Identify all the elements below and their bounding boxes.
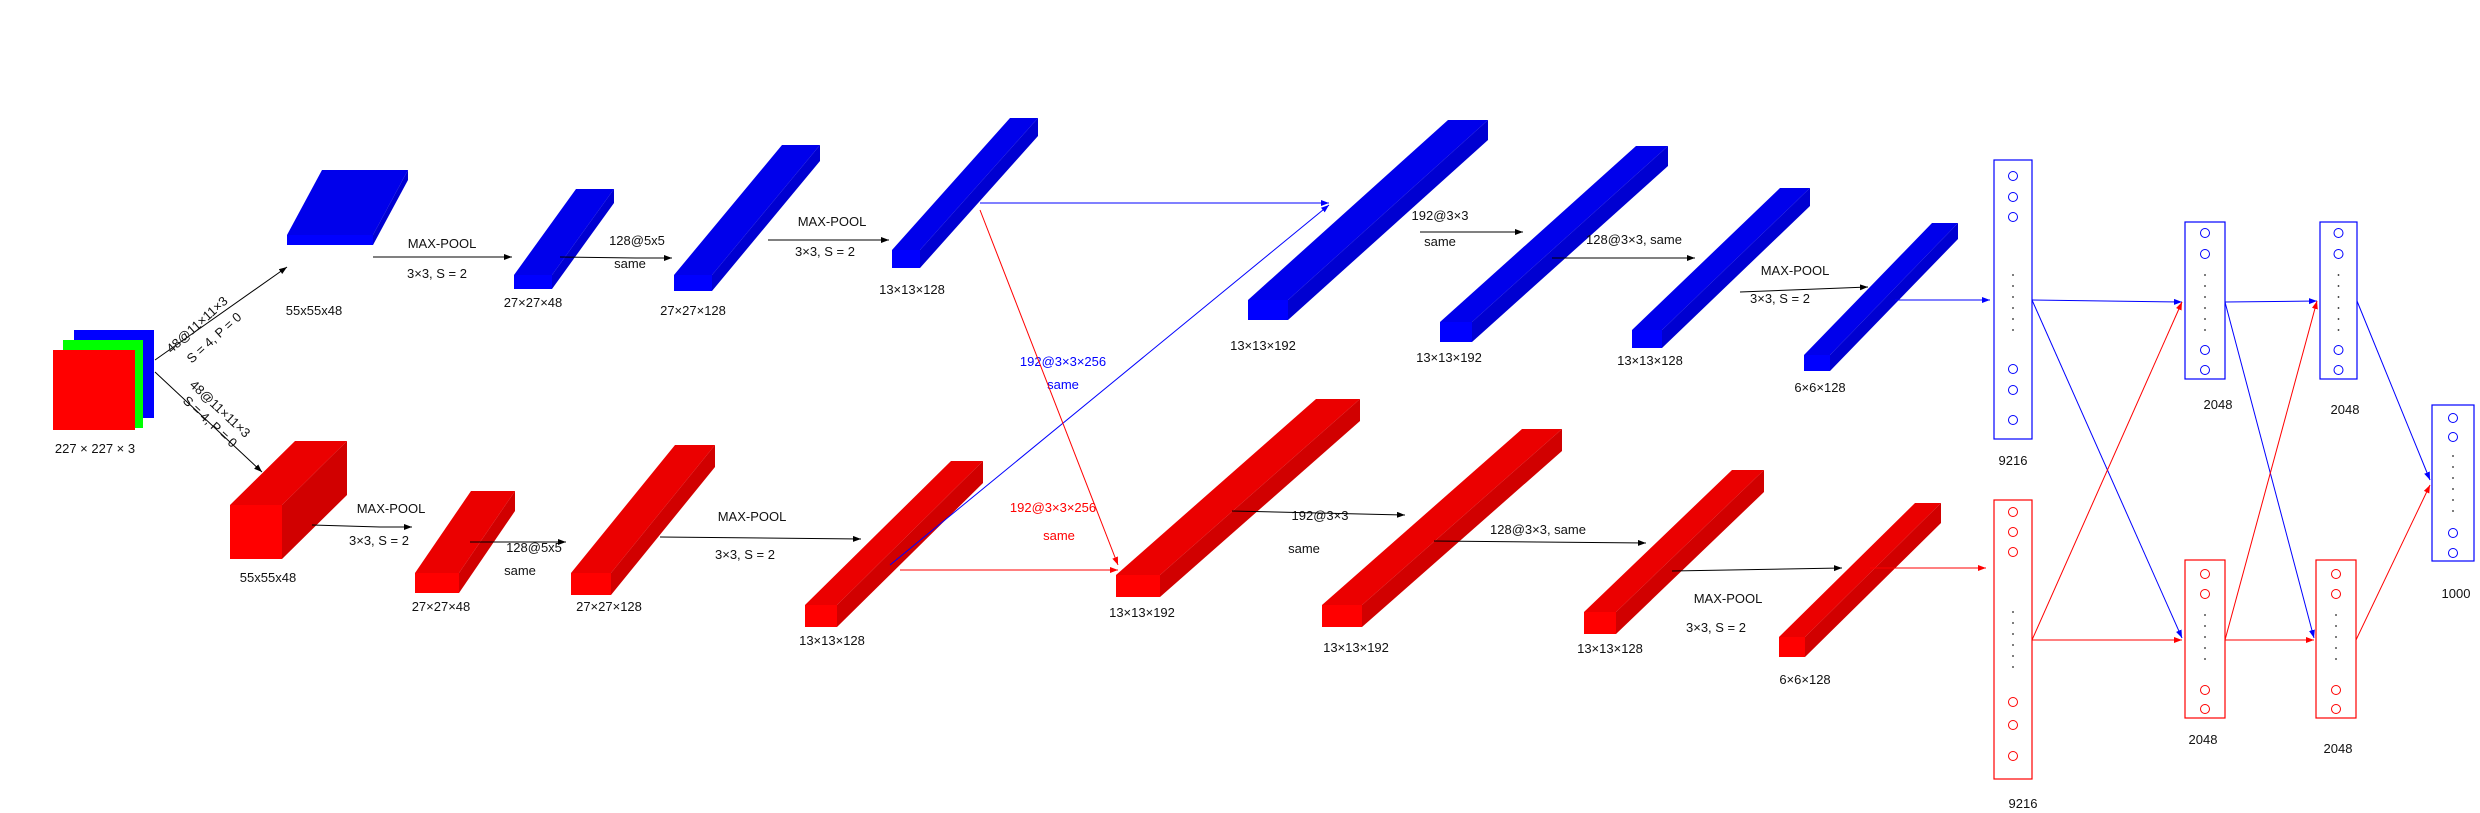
fc3-bottom-to-output <box>2355 484 2431 641</box>
top-fc1-label: 9216 <box>1999 453 2028 468</box>
top-fc2-column <box>2184 221 2226 380</box>
top-block-13x13x192-b <box>1440 146 1668 342</box>
arrow-bottom-conv5 <box>1433 539 1647 546</box>
arrow-bottom-pool1 <box>311 524 412 530</box>
top-conv2-label: 128@5x5 <box>609 233 665 248</box>
bottom-pool3-label: MAX-POOL <box>1694 591 1763 606</box>
bottom-block-13x13x128-b <box>1584 470 1764 634</box>
bottom-b2-label: 27×27×48 <box>412 599 471 614</box>
layer-blocks <box>230 118 1958 657</box>
fc2-top-to-fc3-bottom <box>2224 301 2315 639</box>
fc2-bottom-to-fc3-top <box>2224 300 2318 641</box>
bottom-pool1-param: 3×3, S = 2 <box>349 533 409 548</box>
bottom-conv4-param: same <box>1288 541 1320 556</box>
top-fc3-label: 2048 <box>2331 402 2360 417</box>
bottom-fc3-label: 2048 <box>2324 741 2353 756</box>
top-conv5-label: 128@3×3, same <box>1586 232 1682 247</box>
bottom-pool2-param: 3×3, S = 2 <box>715 547 775 562</box>
top-conv4-label: 192@3×3 <box>1412 208 1469 223</box>
top-b5-label: 13×13×192 <box>1230 338 1296 353</box>
top-pool1-label: MAX-POOL <box>408 236 477 251</box>
top-conv2-param: same <box>614 256 646 271</box>
bottom-conv2-label: 128@5x5 <box>506 540 562 555</box>
top-fc2-label: 2048 <box>2204 397 2233 412</box>
bottom-block-27x27x128 <box>571 445 715 595</box>
top-pool3-label: MAX-POOL <box>1761 263 1830 278</box>
bottom-block-13x13x192-b <box>1322 429 1562 627</box>
input-image-stack <box>53 330 154 430</box>
connections <box>311 200 1990 573</box>
arrow-bottom-to-top-cross <box>889 204 1330 566</box>
output-column <box>2431 404 2475 562</box>
top-b8-label: 6×6×128 <box>1794 380 1845 395</box>
top-pool2-param: 3×3, S = 2 <box>795 244 855 259</box>
top-b2-label: 27×27×48 <box>504 295 563 310</box>
arrow-input-to-bottom <box>154 371 263 473</box>
top-block-6x6x128 <box>1804 223 1958 371</box>
bottom-conv5-label: 128@3×3, same <box>1490 522 1586 537</box>
top-block-55x55x48 <box>287 170 408 245</box>
fc1-bottom-to-fc2-top <box>2031 301 2183 641</box>
arrow-bottom-pool3 <box>1671 565 1843 572</box>
input-channel-red <box>53 350 135 430</box>
fc-layers <box>1993 159 2475 780</box>
input-size-label: 227 × 227 × 3 <box>55 441 135 456</box>
top-block-27x27x48 <box>514 189 614 289</box>
top-conv4-param: same <box>1424 234 1456 249</box>
bottom-block-55x55x48 <box>230 441 347 559</box>
top-block-13x13x192 <box>1248 120 1488 320</box>
arrow-top-pool3 <box>1739 284 1869 293</box>
bottom-b4-label: 13×13×128 <box>799 633 865 648</box>
bottom-fc3-column <box>2315 559 2357 719</box>
fc3-top-to-output <box>2356 300 2431 481</box>
cross-blue-same-label: same <box>1047 377 1079 392</box>
bottom-fc1-column <box>1993 499 2033 780</box>
bottom-b1-label: 55x55x48 <box>240 570 296 585</box>
bottom-conv4-label: 192@3×3 <box>1292 508 1349 523</box>
bottom-fc2-label: 2048 <box>2189 732 2218 747</box>
bottom-block-13x13x192 <box>1116 399 1360 597</box>
top-b3-label: 27×27×128 <box>660 303 726 318</box>
arrow-bottom-pool2 <box>659 535 862 542</box>
bottom-b3-label: 27×27×128 <box>576 599 642 614</box>
top-pool1-param: 3×3, S = 2 <box>407 266 467 281</box>
top-block-13x13x128-b <box>1632 188 1810 348</box>
bottom-block-13x13x128 <box>805 461 983 627</box>
top-pool3-param: 3×3, S = 2 <box>1750 291 1810 306</box>
top-block-13x13x128 <box>892 118 1038 268</box>
top-b7-label: 13×13×128 <box>1617 353 1683 368</box>
arrow-input-to-top <box>154 266 288 361</box>
bottom-b6-label: 13×13×192 <box>1323 640 1389 655</box>
top-pool2-label: MAX-POOL <box>798 214 867 229</box>
arrow-bottom-conv4 <box>1231 510 1406 518</box>
bottom-b8-label: 6×6×128 <box>1779 672 1830 687</box>
bottom-block-6x6x128 <box>1779 503 1941 657</box>
bottom-pool3-param: 3×3, S = 2 <box>1686 620 1746 635</box>
fc1-top-to-fc2-top <box>2031 298 2183 305</box>
fc2-top-to-fc3-top <box>2224 298 2318 305</box>
arrow-top-conv2 <box>559 255 672 261</box>
bottom-b5-label: 13×13×192 <box>1109 605 1175 620</box>
top-b4-label: 13×13×128 <box>879 282 945 297</box>
top-block-27x27x128 <box>674 145 820 291</box>
arrow-top-to-bottom-cross <box>979 209 1119 566</box>
top-fc3-column <box>2319 221 2358 380</box>
bottom-fc1-label: 9216 <box>2009 796 2038 811</box>
cross-blue-conv-label: 192@3×3×256 <box>1020 354 1106 369</box>
fc1-top-to-fc2-bottom <box>2031 299 2183 639</box>
output-label: 1000 <box>2442 586 2471 601</box>
top-b1-label: 55x55x48 <box>286 303 342 318</box>
bottom-b7-label: 13×13×128 <box>1577 641 1643 656</box>
top-b6-label: 13×13×192 <box>1416 350 1482 365</box>
cross-red-conv-label: 192@3×3×256 <box>1010 500 1096 515</box>
bottom-pool1-label: MAX-POOL <box>357 501 426 516</box>
bottom-conv2-param: same <box>504 563 536 578</box>
top-fc1-column <box>1993 159 2033 440</box>
cross-red-same-label: same <box>1043 528 1075 543</box>
bottom-fc2-column <box>2184 559 2226 719</box>
bottom-pool2-label: MAX-POOL <box>718 509 787 524</box>
